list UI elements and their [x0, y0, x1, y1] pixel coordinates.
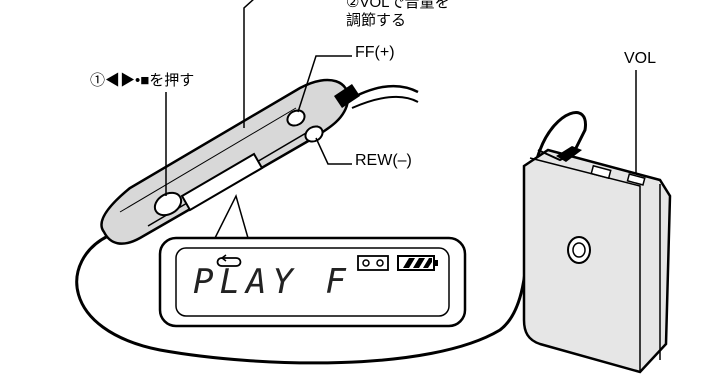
vol-control-instruction: ②VOLで音量を 調節する	[346, 0, 449, 30]
vol-control-line2: 調節する	[346, 12, 407, 29]
lcd-inner-frame	[175, 247, 450, 317]
vol-dial[interactable]	[626, 173, 646, 186]
ff-label: FF(+)	[355, 44, 395, 61]
ff-button[interactable]	[285, 107, 308, 128]
battery-icon	[397, 255, 438, 271]
lcd-callout	[213, 193, 249, 241]
player-window	[567, 236, 591, 264]
headphone-cord-2	[351, 95, 419, 109]
remote-display	[180, 152, 264, 212]
play-button[interactable]	[151, 188, 185, 219]
leader-ff	[297, 55, 352, 113]
leader-rew	[315, 137, 352, 165]
remote-cable	[75, 111, 587, 365]
play-step-label: ①◀▶•■を押す	[90, 72, 195, 89]
rew-label: REW(–)	[355, 152, 412, 169]
lcd-display-text: PLAY F	[193, 262, 352, 302]
tape-icon	[357, 255, 389, 271]
repeat-icon	[216, 254, 242, 267]
vol-control-line1: ②VOLで音量を	[346, 0, 450, 11]
cassette-player	[522, 146, 672, 374]
leader-vol-control	[243, 0, 254, 128]
remote-control	[100, 78, 360, 245]
vol-label: VOL	[624, 50, 657, 67]
